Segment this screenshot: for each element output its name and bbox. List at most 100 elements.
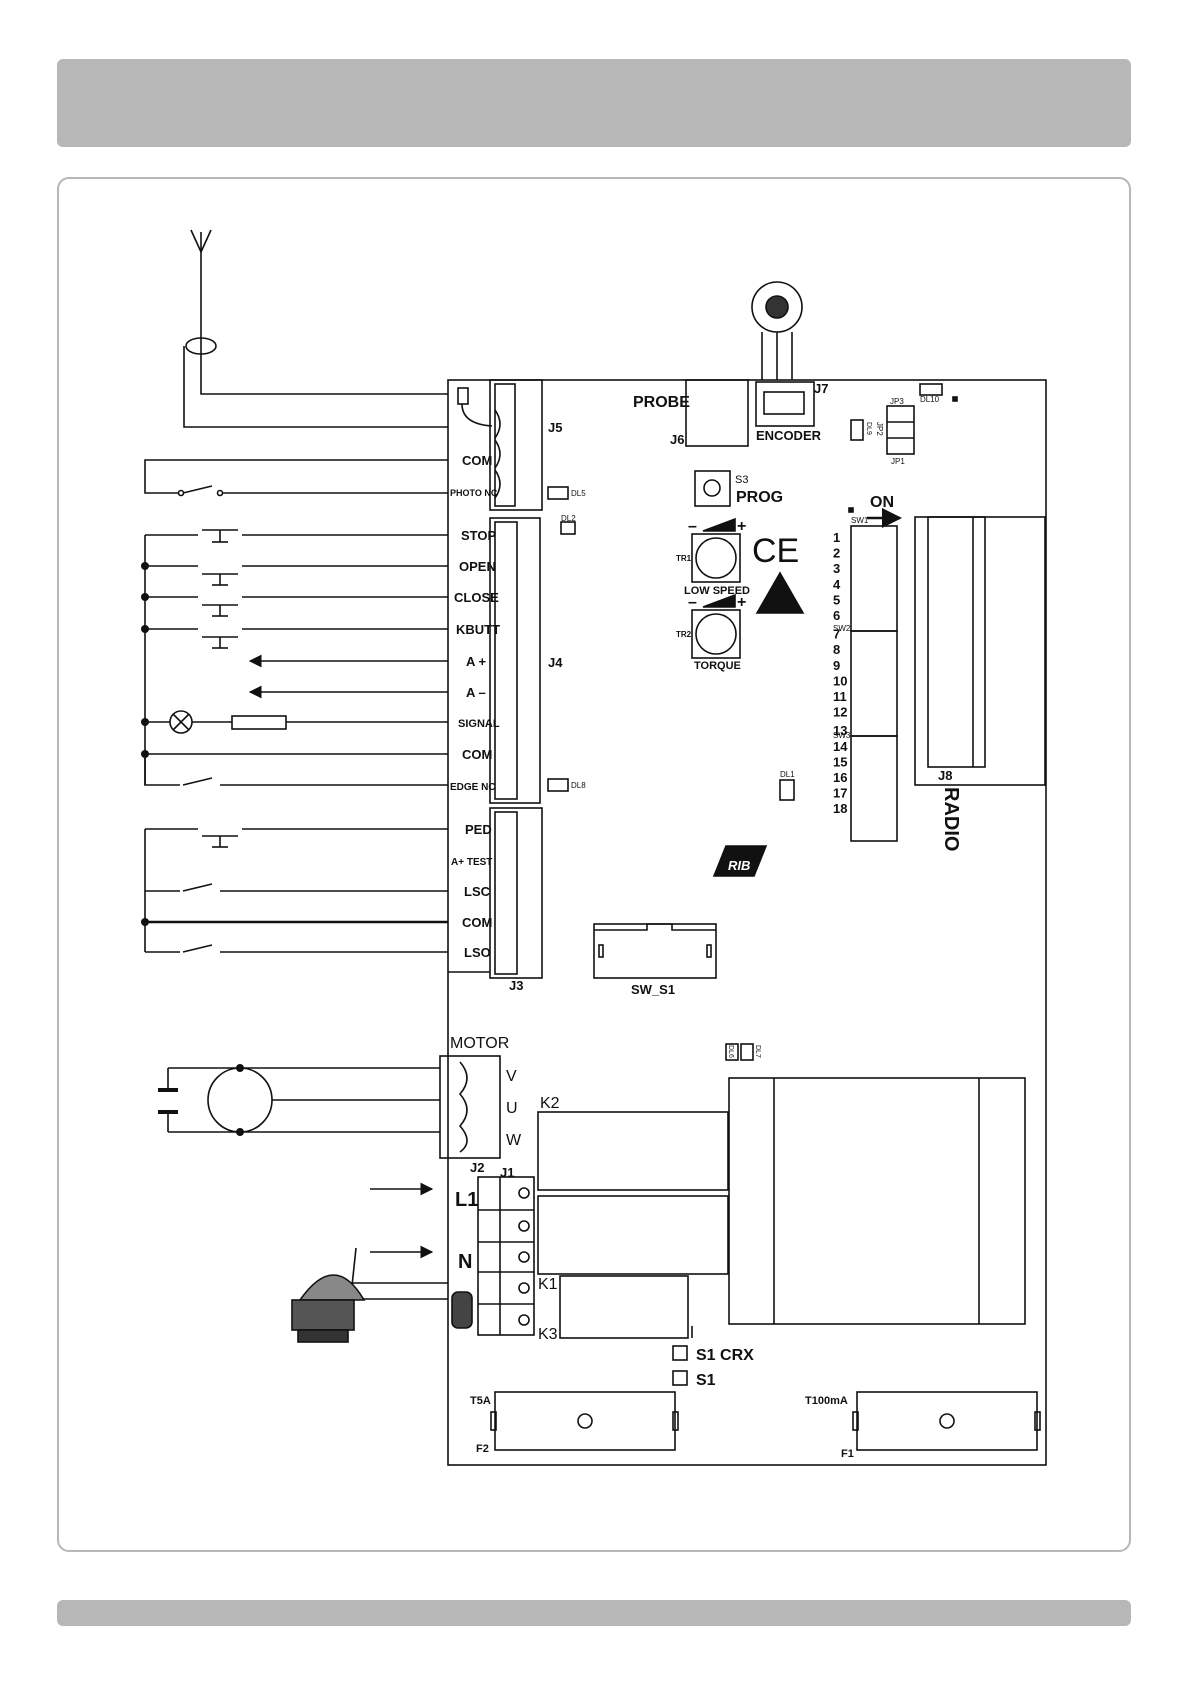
- terminal-lso: LSO: [464, 945, 491, 960]
- label-dl8: DL8: [571, 781, 586, 790]
- fuse-f2[interactable]: [494, 1391, 676, 1451]
- label-k2: K2: [540, 1095, 560, 1112]
- label-j8: J8: [938, 768, 952, 783]
- connector-j1: [477, 1176, 535, 1336]
- terminal-com-j4: COM: [462, 747, 492, 762]
- prog-button[interactable]: [694, 470, 731, 507]
- dip-switch-sw1[interactable]: [850, 525, 898, 632]
- dip-number-17: 17: [833, 786, 847, 801]
- label-dl10: DL10: [920, 395, 940, 404]
- terminal-edge-nc: EDGE NC: [450, 782, 496, 793]
- esd-warning-icon: [755, 571, 805, 614]
- dip-number-13: 13: [833, 723, 847, 738]
- j5-antenna-jack-icon: [457, 387, 493, 427]
- label-probe: PROBE: [633, 394, 690, 411]
- dip-number-2: 2: [833, 546, 840, 561]
- header-bar: [57, 59, 1178, 147]
- trimmer-tr2[interactable]: [691, 593, 741, 659]
- dip-switch-sw3[interactable]: [850, 735, 898, 842]
- antenna-icon: [183, 229, 448, 428]
- photo-wire: [144, 459, 448, 494]
- label-prog: PROG: [736, 489, 783, 506]
- jumpers-jp: [886, 405, 915, 455]
- label-k3: K3: [538, 1326, 558, 1343]
- label-s3: S3: [735, 474, 748, 486]
- brand-logo: [712, 845, 768, 877]
- label-dl7: DL7: [754, 1045, 761, 1058]
- label-phase-u: U: [506, 1100, 518, 1117]
- label-radio: RADIO: [940, 787, 962, 851]
- connector-j4: [489, 517, 541, 804]
- label-j2: J2: [470, 1160, 484, 1175]
- earth-clamp-icon: [451, 1291, 473, 1329]
- header-page-box: [1133, 65, 1178, 135]
- connector-j8-radio: [914, 516, 1046, 786]
- terminal-com-j5: COM: [462, 453, 492, 468]
- connector-j5: [489, 379, 543, 511]
- flashing-light-icon: [291, 1247, 366, 1343]
- label-tr2-plus: +: [737, 594, 746, 611]
- label-tr2-minus: –: [688, 594, 697, 611]
- label-jp1: JP1: [891, 457, 905, 466]
- label-dip-on: ON: [870, 494, 894, 511]
- label-f2: F2: [476, 1443, 489, 1455]
- label-k1: K1: [538, 1276, 558, 1293]
- label-jp3: JP3: [890, 397, 904, 406]
- dip-number-16: 16: [833, 770, 847, 785]
- label-t100ma: T100mA: [805, 1395, 848, 1407]
- led-dl5: [547, 486, 569, 500]
- label-s1: S1: [696, 1372, 716, 1389]
- label-torque: TORQUE: [694, 660, 741, 672]
- dip-number-10: 10: [833, 673, 847, 688]
- label-j1: J1: [500, 1165, 514, 1180]
- label-dl6: DL6: [727, 1045, 734, 1058]
- fuse-f1[interactable]: [856, 1391, 1038, 1451]
- dip-number-9: 9: [833, 658, 840, 673]
- label-j5: J5: [548, 420, 562, 435]
- label-tr1: TR1: [676, 554, 692, 563]
- label-encoder: ENCODER: [756, 428, 822, 443]
- terminal-com-j3: COM: [462, 915, 492, 930]
- label-f1: F1: [841, 1448, 854, 1460]
- dip-number-5: 5: [833, 592, 840, 607]
- label-tr1-minus: –: [688, 518, 697, 535]
- label-l1: L1: [455, 1189, 478, 1211]
- dip-number-14: 14: [833, 739, 848, 754]
- transformer: [728, 1077, 1026, 1325]
- led-dl2: [560, 521, 576, 535]
- terminal-stop: STOP: [461, 528, 496, 543]
- label-j4: J4: [548, 655, 563, 670]
- label-phase-v: V: [506, 1068, 517, 1085]
- footer-bar: [57, 1600, 1131, 1626]
- dip-number-1: 1: [833, 530, 840, 545]
- terminal-a-plus: A +: [466, 654, 487, 669]
- label-dl5: DL5: [571, 489, 586, 498]
- relay-k2: [537, 1111, 729, 1191]
- label-n: N: [458, 1251, 472, 1273]
- capacitor-icon: [158, 1068, 178, 1132]
- terminal-signal: SIGNAL: [458, 718, 500, 730]
- dip-switch-sw2[interactable]: [850, 630, 898, 737]
- dip-number-4: 4: [833, 577, 841, 592]
- label-s1-crx: S1 CRX: [696, 1347, 754, 1364]
- label-phase-w: W: [506, 1132, 522, 1149]
- label-sw-s1: SW_S1: [631, 982, 675, 997]
- dip-number-8: 8: [833, 642, 840, 657]
- dip-number-12: 12: [833, 705, 847, 720]
- diagram-frame: [57, 177, 1131, 1552]
- led-dl1: [779, 779, 795, 801]
- label-sw3: SW3: [833, 731, 851, 740]
- label-j6: J6: [670, 432, 684, 447]
- connector-j2: [439, 1055, 501, 1159]
- label-jp2: JP2: [875, 422, 884, 436]
- led-dl8: [547, 778, 569, 792]
- relay-k2b: [537, 1195, 729, 1275]
- terminal-lsc: LSC: [464, 884, 491, 899]
- brand-logo-text: RIB: [728, 858, 750, 873]
- dip-number-11: 11: [833, 689, 847, 704]
- trimmer-tr1[interactable]: [691, 517, 741, 583]
- motor-icon: [207, 1067, 273, 1133]
- label-sw2: SW2: [833, 624, 851, 633]
